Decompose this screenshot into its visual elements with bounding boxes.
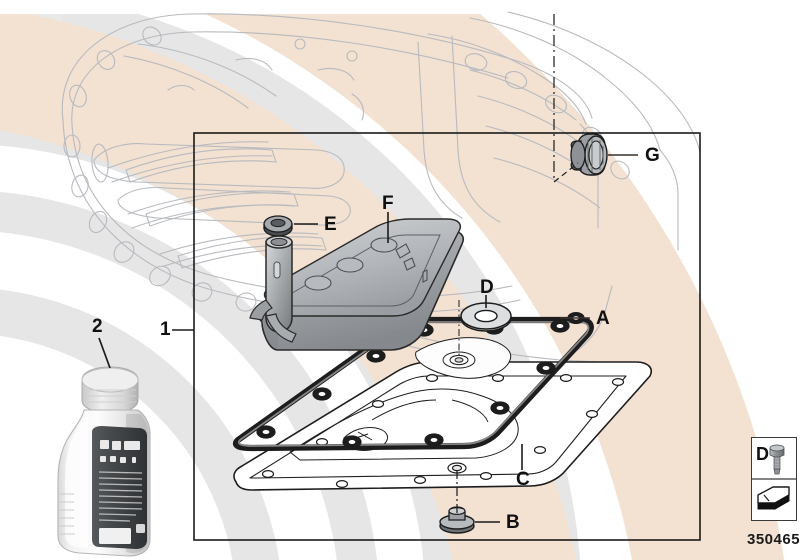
callout-G: G	[645, 145, 660, 166]
hex-bolt-icon	[769, 444, 785, 475]
o-ring-seal-E	[263, 215, 293, 237]
centerline-G	[553, 14, 579, 183]
callout-F: F	[382, 193, 394, 214]
diagram-number: 350465	[747, 531, 800, 548]
filter-standpipe	[249, 235, 297, 343]
callout-D: D	[480, 277, 494, 298]
fill-plug-G	[570, 133, 608, 176]
oil-pan	[233, 337, 652, 491]
service-kit-boundary-rect	[193, 132, 701, 541]
callout-B: B	[506, 512, 520, 533]
callout-E: E	[324, 214, 337, 235]
callout-A: A	[596, 308, 610, 329]
transmission-oil-filter	[249, 218, 464, 351]
callout-2: 2	[92, 316, 103, 337]
callout-1: 1	[160, 319, 171, 340]
transmission-fluid-bottle	[57, 366, 151, 557]
callout-C: C	[516, 469, 530, 490]
inset-contents	[751, 444, 797, 510]
drain-plug-B	[439, 506, 475, 534]
leader-2	[98, 337, 111, 369]
assembly-direction-arrow-icon	[757, 486, 790, 510]
inset-letter-D: D	[756, 444, 769, 464]
